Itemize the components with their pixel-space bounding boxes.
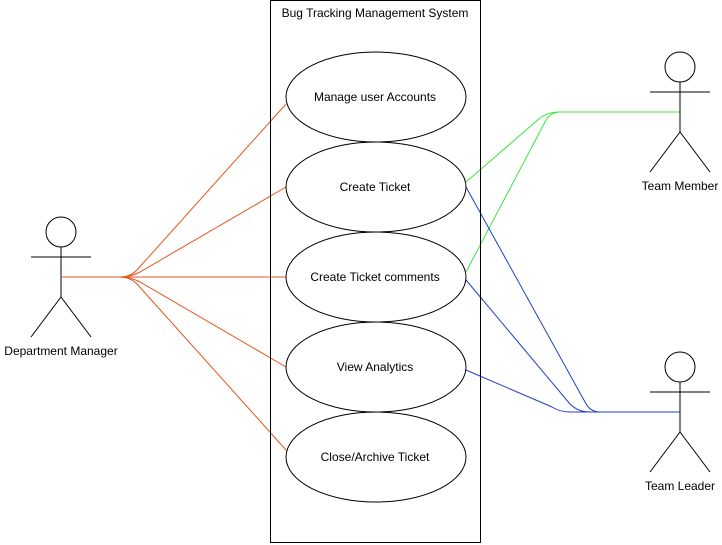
use-case-manage-user-accounts[interactable]: Manage user Accounts bbox=[285, 51, 467, 143]
use-case-view-analytics[interactable]: View Analytics bbox=[285, 321, 467, 413]
use-case-label: Close/Archive Ticket bbox=[321, 450, 430, 464]
association-tm-uc2 bbox=[465, 111, 680, 183]
actor-department-manager[interactable]: Department Manager bbox=[4, 216, 118, 358]
actor-team-member[interactable]: Team Member bbox=[642, 51, 719, 193]
association-dm-uc1 bbox=[62, 103, 287, 278]
association-tl-uc4 bbox=[465, 369, 680, 413]
stick-figure-icon bbox=[30, 216, 92, 338]
association-lines bbox=[62, 103, 680, 451]
association-tl-uc2 bbox=[465, 186, 680, 413]
use-case-label: Create Ticket bbox=[340, 180, 411, 194]
use-case-close-archive-ticket[interactable]: Close/Archive Ticket bbox=[285, 411, 467, 503]
association-dm-uc5 bbox=[62, 276, 287, 451]
stick-figure-icon bbox=[649, 51, 711, 173]
use-case-create-ticket[interactable]: Create Ticket bbox=[285, 141, 467, 233]
use-case-label: View Analytics bbox=[337, 360, 413, 374]
actor-label: Team Member bbox=[642, 179, 719, 193]
association-tl-uc3 bbox=[465, 279, 680, 413]
association-tm-uc3 bbox=[465, 111, 680, 273]
actor-label: Department Manager bbox=[4, 344, 117, 358]
actor-label: Team Leader bbox=[645, 479, 715, 493]
use-case-create-ticket-comments[interactable]: Create Ticket comments bbox=[285, 231, 467, 323]
association-dm-uc2 bbox=[62, 186, 287, 278]
stick-figure-icon bbox=[649, 351, 711, 473]
use-case-label: Manage user Accounts bbox=[314, 90, 436, 104]
actor-team-leader[interactable]: Team Leader bbox=[645, 351, 715, 493]
system-boundary bbox=[270, 0, 481, 543]
system-title: Bug Tracking Management System bbox=[282, 6, 469, 20]
use-case-label: Create Ticket comments bbox=[310, 270, 439, 284]
